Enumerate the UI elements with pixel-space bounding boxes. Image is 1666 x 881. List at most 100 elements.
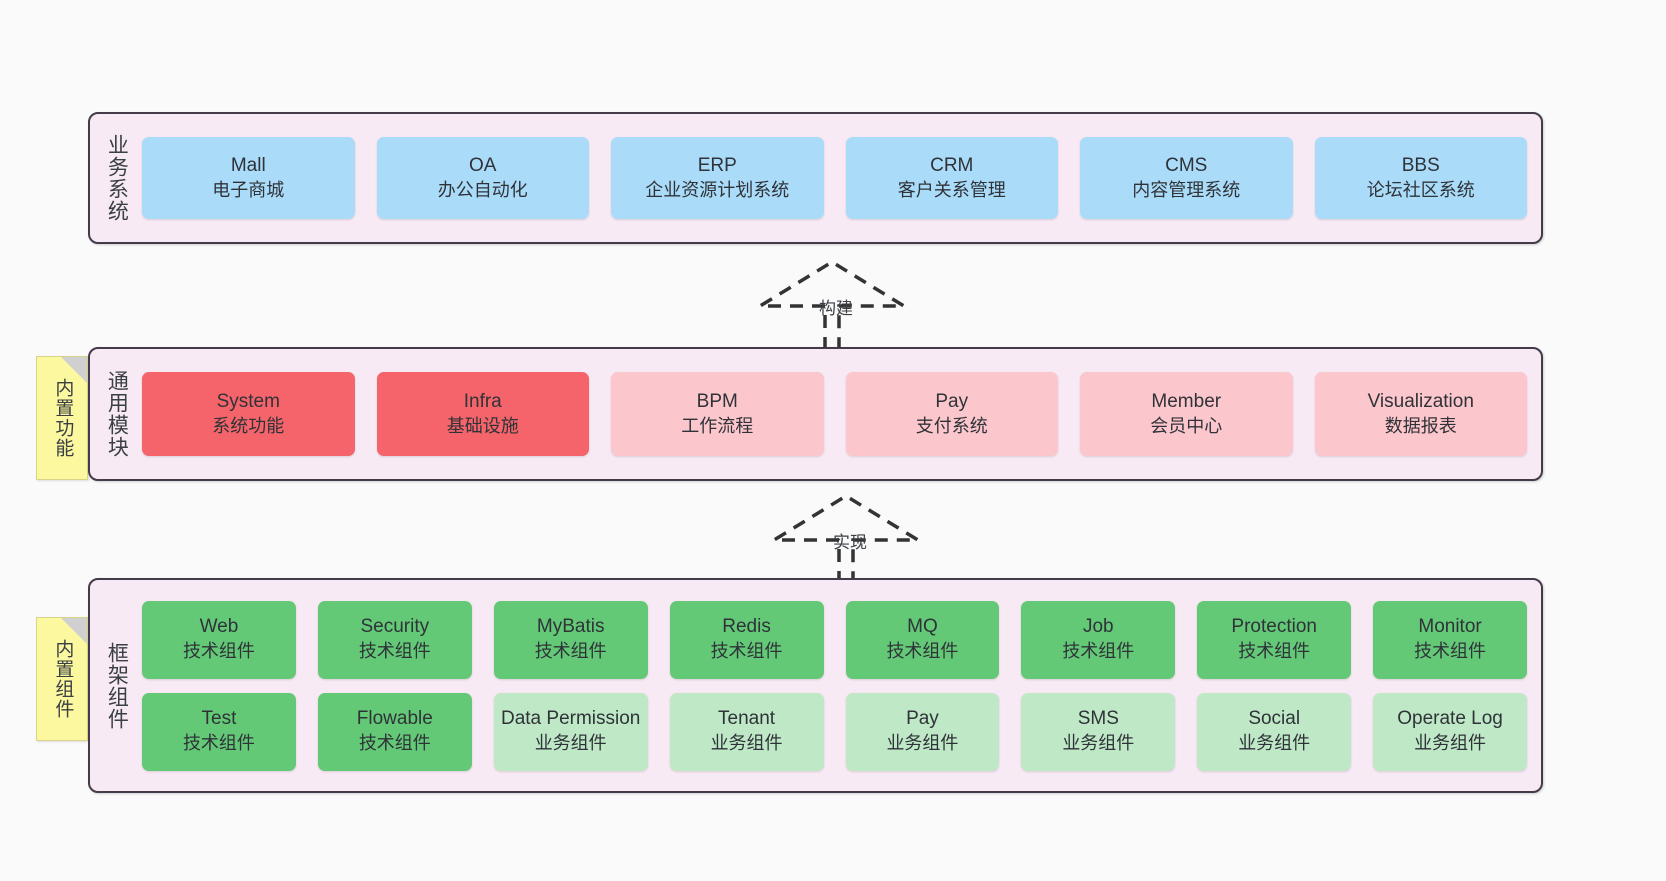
node-security[interactable]: Security 技术组件 [317,600,472,679]
node-title-en: Mall [230,154,266,176]
layer-title-common-module: 通用模块 [105,370,129,458]
node-row: System 系统功能 Infra 基础设施 BPM 工作流程 Pay 支付系统… [142,372,1527,456]
node-row: Mall 电子商城 OA 办公自动化 ERP 企业资源计划系统 CRM 客户关系… [142,137,1527,219]
node-row: Test 技术组件 Flowable 技术组件 Data Permission … [142,692,1527,771]
node-title-cn: 业务组件 [1238,733,1311,754]
node-title-en: BBS [1401,154,1440,176]
node-title-en: ERP [697,154,737,176]
node-title-en: Data Permission [500,708,641,730]
layer-title-business-system: 业务系统 [105,134,129,222]
layer-business-system: 业务系统 Mall 电子商城 OA 办公自动化 ERP 企业资源计划系统 CRM… [88,112,1543,244]
node-oa[interactable]: OA 办公自动化 [376,137,589,219]
connector-build: 构建 [752,258,912,350]
node-visualization[interactable]: Visualization 数据报表 [1314,372,1527,456]
node-operate-log[interactable]: Operate Log 业务组件 [1373,692,1527,771]
node-mq[interactable]: MQ 技术组件 [845,600,1000,679]
node-mall[interactable]: Mall 电子商城 [142,137,355,219]
node-title-en: Web [199,616,239,638]
node-title-cn: 支付系统 [915,415,988,436]
node-data-permission[interactable]: Data Permission 业务组件 [493,692,648,771]
node-title-en: MyBatis [536,616,605,638]
node-title-en: Flowable [356,708,433,730]
node-title-cn: 业务组件 [886,733,959,754]
node-bpm[interactable]: BPM 工作流程 [611,372,824,456]
node-title-en: Social [1248,708,1301,730]
note-fold-corner-icon [61,618,87,644]
node-title-en: Visualization [1367,390,1474,412]
node-system[interactable]: System 系统功能 [142,372,355,456]
note-label: 内置功能 [52,378,74,458]
build-arrow-icon [753,259,911,350]
node-test[interactable]: Test 技术组件 [142,692,296,771]
node-redis[interactable]: Redis 技术组件 [669,600,824,679]
node-pay-module[interactable]: Pay 支付系统 [845,372,1058,456]
node-bbs[interactable]: BBS 论坛社区系统 [1314,137,1527,219]
node-title-cn: 客户关系管理 [897,179,1006,200]
node-title-cn: 技术组件 [710,641,783,662]
node-title-cn: 技术组件 [182,641,255,662]
node-title-en: Test [201,708,237,730]
connector-implement: 实现 [766,492,926,584]
node-title-en: Redis [722,616,771,638]
node-cms[interactable]: CMS 内容管理系统 [1080,137,1293,219]
node-title-cn: 技术组件 [1238,641,1311,662]
node-title-cn: 技术组件 [886,641,959,662]
node-title-cn: 业务组件 [534,733,607,754]
node-title-en: Tenant [718,708,776,730]
layer-body-business-system: Mall 电子商城 OA 办公自动化 ERP 企业资源计划系统 CRM 客户关系… [142,114,1541,242]
node-title-en: Security [360,616,430,638]
node-title-cn: 技术组件 [534,641,607,662]
note-label: 内置组件 [52,639,74,719]
node-title-cn: 数据报表 [1384,415,1457,436]
node-title-cn: 会员中心 [1150,415,1223,436]
node-title-en: Monitor [1418,616,1482,638]
node-title-en: Member [1151,390,1222,412]
note-fold-corner-icon [61,357,87,383]
node-flowable[interactable]: Flowable 技术组件 [317,692,472,771]
node-tenant[interactable]: Tenant 业务组件 [669,692,824,771]
node-web[interactable]: Web 技术组件 [142,600,296,679]
connector-implement-label: 实现 [833,533,867,552]
layer-body-framework-component: Web 技术组件 Security 技术组件 MyBatis 技术组件 Redi… [142,580,1541,791]
node-title-cn: 业务组件 [710,733,783,754]
node-title-en: System [216,390,280,412]
note-builtin-feature: 内置功能 [36,356,88,480]
layer-body-common-module: System 系统功能 Infra 基础设施 BPM 工作流程 Pay 支付系统… [142,349,1541,479]
node-title-en: Job [1082,616,1114,638]
node-title-en: Operate Log [1397,708,1503,730]
layer-framework-component: 框架组件 Web 技术组件 Security 技术组件 MyBatis 技术组件… [88,578,1543,793]
note-builtin-component: 内置组件 [36,617,88,741]
node-title-cn: 技术组件 [1062,641,1135,662]
layer-common-module: 通用模块 System 系统功能 Infra 基础设施 BPM 工作流程 Pay… [88,347,1543,481]
node-title-cn: 电子商城 [212,179,285,200]
node-sms[interactable]: SMS 业务组件 [1021,692,1176,771]
node-title-en: Pay [935,390,969,412]
node-title-cn: 业务组件 [1062,733,1135,754]
node-title-en: MQ [907,616,938,638]
node-monitor[interactable]: Monitor 技术组件 [1373,600,1527,679]
node-crm[interactable]: CRM 客户关系管理 [845,137,1058,219]
node-title-en: Protection [1231,616,1317,638]
node-member[interactable]: Member 会员中心 [1080,372,1293,456]
node-title-cn: 工作流程 [681,415,754,436]
node-protection[interactable]: Protection 技术组件 [1197,600,1352,679]
node-title-cn: 内容管理系统 [1132,179,1241,200]
node-title-cn: 办公自动化 [437,179,528,200]
node-job[interactable]: Job 技术组件 [1021,600,1176,679]
implement-arrow-icon [767,493,925,584]
node-title-cn: 技术组件 [358,733,431,754]
node-social[interactable]: Social 业务组件 [1197,692,1352,771]
node-title-cn: 技术组件 [358,641,431,662]
node-infra[interactable]: Infra 基础设施 [376,372,589,456]
node-title-cn: 企业资源计划系统 [645,179,790,200]
node-title-cn: 基础设施 [446,415,519,436]
node-erp[interactable]: ERP 企业资源计划系统 [611,137,824,219]
node-pay-component[interactable]: Pay 业务组件 [845,692,1000,771]
node-title-en: CMS [1165,154,1208,176]
connector-build-label: 构建 [819,299,853,318]
node-title-cn: 业务组件 [1414,733,1487,754]
node-title-cn: 技术组件 [182,733,255,754]
node-mybatis[interactable]: MyBatis 技术组件 [493,600,648,679]
node-title-cn: 系统功能 [212,415,285,436]
